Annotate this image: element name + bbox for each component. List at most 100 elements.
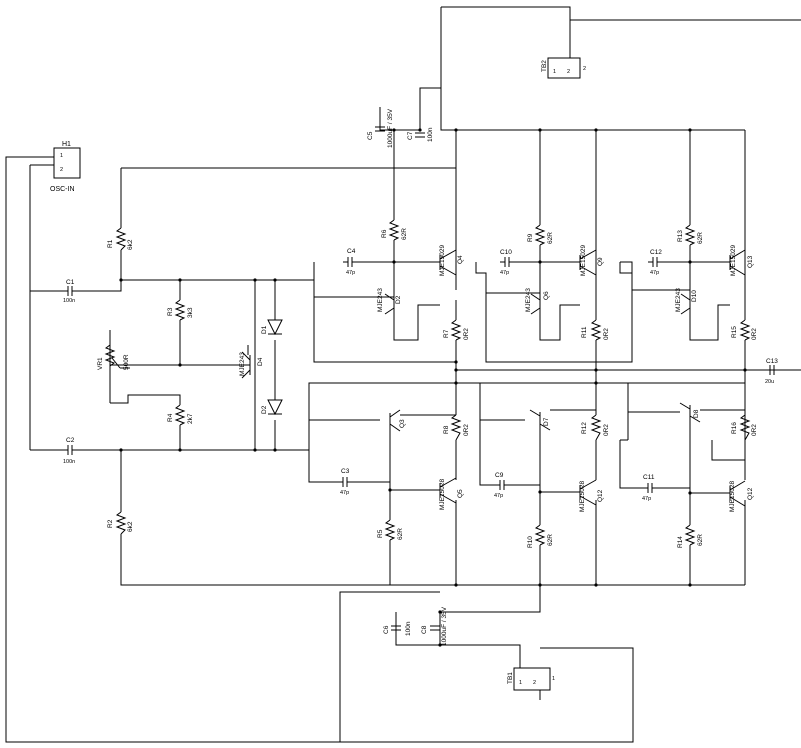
resistor-r12: R12 0R2 [581,414,610,441]
connector-tb1: 1 2 1 TB1 [507,667,555,691]
q5-part: MJE15028 [439,479,446,510]
transistor-d4: MJE243 D4 [239,351,264,379]
capacitor-c5: C5 1000uF / 35V [367,107,394,148]
transistor-d2-driver: MJE243 D2 [377,288,402,315]
capacitor-c11: C11 47p [640,474,663,502]
transistor-d7: D7 [529,409,551,431]
r13-ref: R13 [677,230,684,242]
c3-ref: C3 [341,468,350,475]
connector-h1: H1 1 2 OSC-IN [50,141,81,193]
tb2-pin2: 2 [567,69,570,75]
r6-ref: R6 [381,229,388,238]
diode-d2: D2 [261,399,283,416]
r16-ref: R16 [731,422,738,434]
d7-ref: D7 [543,417,550,426]
q8-part: MJE15028 [579,481,586,512]
q12-ref: Q12 [747,487,754,500]
q5-ref: Q5 [457,489,464,498]
q8-ref: Q12 [597,489,604,502]
capacitor-c12: C12 47p [648,249,662,276]
capacitor-c4: C4 47p [343,248,356,276]
transistor-d8: D8 [679,402,701,423]
capacitor-c9: C9 47p [492,472,515,499]
r3-value: 3k3 [187,307,194,318]
r6-value: 62R [401,228,408,240]
resistor-r13: R13 62R [677,224,704,246]
c13-ref: C13 [766,358,778,365]
c6-ref: C6 [383,625,390,634]
r14-ref: R14 [677,536,684,548]
c7-ref: C7 [407,131,414,140]
c8-value: 1000uF / 35V [441,606,448,646]
r12-value: 0R2 [603,424,610,436]
resistor-r6: R6 62R [381,219,408,241]
resistor-r3: R3 3k3 [167,299,194,321]
transistor-q13: MJE15029 Q13 [729,245,754,276]
tb1-pin1: 1 [519,680,522,686]
c5-ref: C5 [367,131,374,140]
r15-ref: R15 [731,326,738,338]
r10-ref: R10 [527,536,534,548]
c12-value: 47p [650,270,659,276]
r9-ref: R9 [527,233,534,242]
capacitor-c3: C3 47p [335,468,357,496]
r14-value: 62R [697,534,704,546]
capacitor-c1: C1 100n [62,279,78,304]
tb2-side: 2 [583,66,586,72]
c3-value: 47p [340,490,349,496]
vr1-ref: VR1 [97,357,104,370]
capacitor-c7: C7 100n [407,127,434,142]
r7-value: 0R2 [463,328,470,340]
connector-tb2: 1 2 2 TB2 [541,57,586,79]
wires [5,6,801,743]
r2-value: 6k2 [127,521,134,532]
c2-value: 100n [63,459,75,465]
r8-value: 0R2 [463,424,470,436]
transistor-q9: MJE15029 Q9 [579,245,604,276]
resistor-r15: R15 0R2 [731,319,758,341]
q9-ref: Q9 [597,257,604,266]
c6-value: 100n [405,621,412,636]
tb1-side: 1 [552,676,555,682]
r12-ref: R12 [581,422,588,434]
c10-ref: C10 [500,249,512,256]
c10-value: 47p [500,270,509,276]
q4-part: MJE15029 [439,245,446,276]
r9-value: 62R [547,232,554,244]
resistor-r10: R10 62R [527,524,554,548]
d6-part: MJE243 [525,288,532,312]
q13-ref: Q13 [747,255,754,268]
h1-pin2: 2 [60,167,63,173]
resistor-r14: R14 62R [677,524,704,548]
resistor-vr1: VR1 500R [97,344,130,380]
transistor-q12: MJE15028 Q12 [729,481,754,512]
c1-ref: C1 [66,279,75,286]
transistor-q8: MJE15028 Q12 [579,479,604,512]
c11-ref: C11 [643,474,655,481]
capacitor-c13: C13 20u [765,358,778,385]
resistor-r1: R1 6k2 [107,227,134,251]
q4-ref: Q4 [457,255,464,264]
resistor-r8: R8 0R2 [443,414,470,441]
transistor-q5: MJE15028 Q5 [439,477,464,510]
r15-value: 0R2 [751,328,758,340]
r4-ref: R4 [167,413,174,422]
r3-ref: R3 [167,307,174,316]
capacitor-c2: C2 100n [62,437,78,465]
resistor-r4: R4 2k7 [167,404,194,426]
c1-value: 100n [63,298,75,304]
r1-ref: R1 [107,239,114,248]
r1-value: 6k2 [127,239,134,250]
d1-ref: D1 [261,325,268,334]
r5-ref: R5 [377,529,384,538]
c7-value: 100n [427,127,434,142]
c13-value: 20u [765,379,774,385]
r2-ref: R2 [107,519,114,528]
d10-ref: D10 [691,290,698,302]
c5-value: 1000uF / 35V [387,108,394,148]
diode-d1: D1 [261,319,283,336]
tb1-ref: TB1 [507,672,514,684]
transistor-d10: MJE243 D10 [675,288,698,315]
